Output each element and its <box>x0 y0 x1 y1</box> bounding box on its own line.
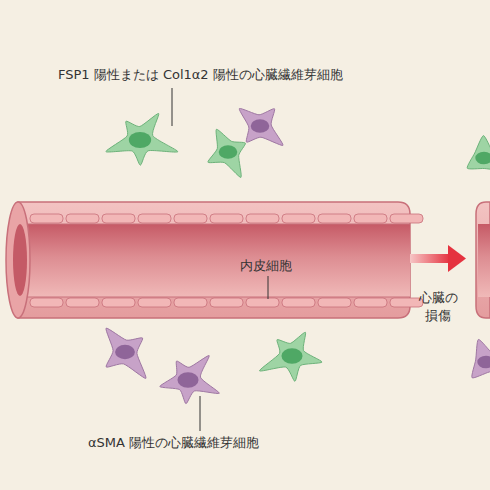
endothelial-cell <box>282 298 315 307</box>
endothelial-cell <box>390 298 423 307</box>
cell-label: αSMA 陽性の心臓繊維芽細胞 <box>88 434 259 452</box>
cell-label: FSP1 陽性または Col1α2 陽性の心臓繊維芽細胞 <box>58 66 343 84</box>
endothelial-cell <box>30 214 63 223</box>
endothelial-cell <box>246 214 279 223</box>
endothelial-cell <box>318 298 351 307</box>
purple-fibroblast <box>106 328 146 378</box>
endothelial-cell <box>246 298 279 307</box>
green-fibroblast <box>467 136 490 171</box>
endothelial-cell <box>354 298 387 307</box>
blood-vessel-after <box>476 202 490 318</box>
endothelial-cell <box>66 214 99 223</box>
injury-label: 心臓の 損傷 <box>415 289 461 324</box>
endothelial-cell <box>138 214 171 223</box>
green-fibroblast <box>260 332 322 381</box>
endothelial-cell <box>174 214 207 223</box>
blood-vessel <box>6 202 423 318</box>
endothelial-cell <box>66 298 99 307</box>
endothelial-cell <box>390 214 423 223</box>
endothelial-cell <box>354 214 387 223</box>
purple-fibroblast <box>472 339 490 377</box>
endothelial-cell <box>30 298 63 307</box>
endothelium-label: 内皮細胞 <box>240 257 292 275</box>
green-fibroblast <box>208 129 246 177</box>
injury-arrow <box>410 245 466 272</box>
endothelial-cell <box>174 298 207 307</box>
green-fibroblast <box>106 113 178 165</box>
endothelial-cell <box>318 214 351 223</box>
endothelial-cell <box>210 214 243 223</box>
endothelial-cell <box>282 214 315 223</box>
purple-fibroblast <box>239 108 283 145</box>
purple-fibroblast <box>160 356 219 404</box>
endothelial-cell <box>102 298 135 307</box>
endothelial-cell <box>138 298 171 307</box>
endothelial-cell <box>210 298 243 307</box>
fibroblast-cells <box>106 108 490 403</box>
endothelial-cell <box>102 214 135 223</box>
